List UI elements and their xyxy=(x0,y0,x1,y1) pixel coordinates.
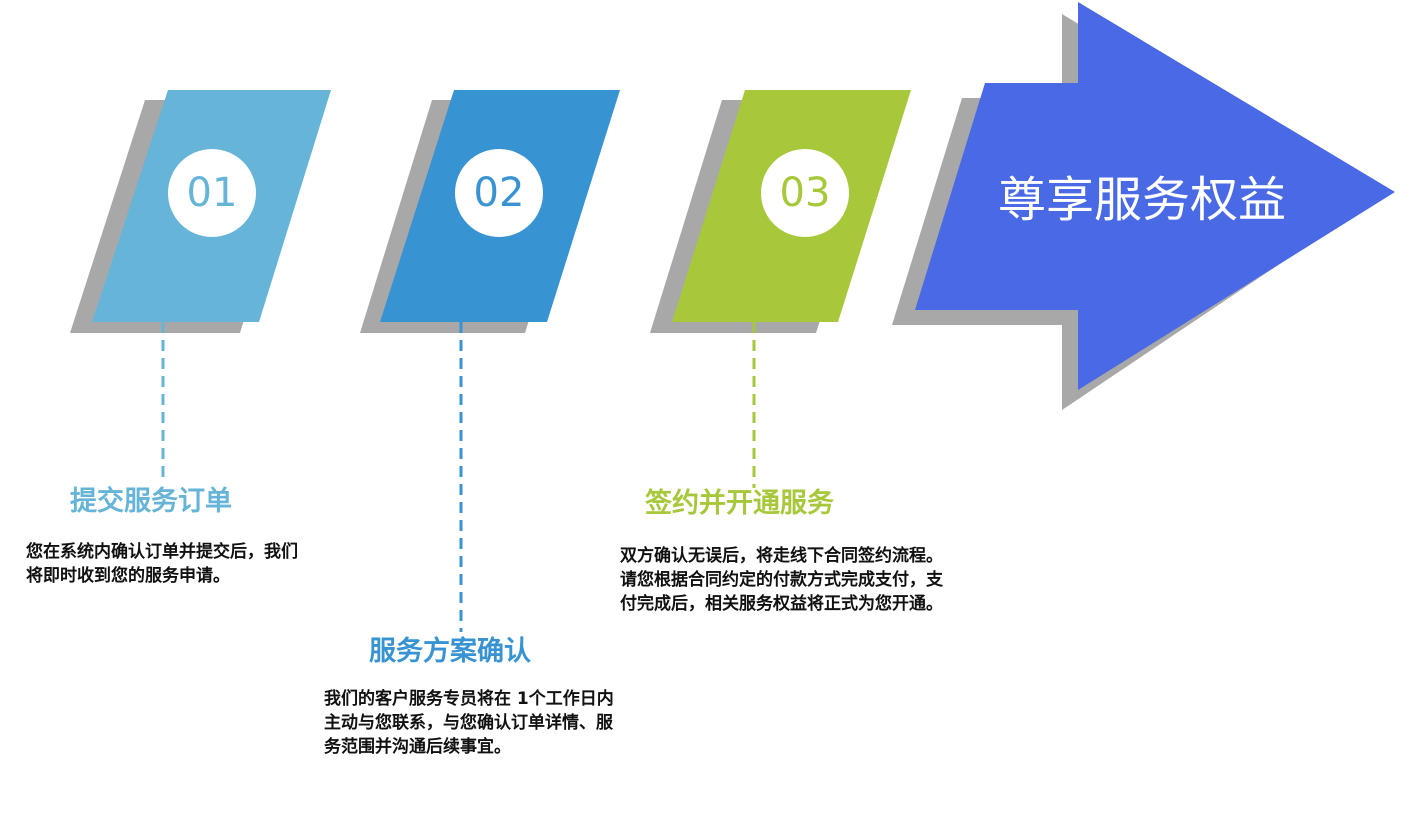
step-1-title: 提交服务订单 xyxy=(70,486,232,517)
step-3-description: 双方确认无误后，将走线下合同签约流程。请您根据合同约定的付款方式完成支付，支付完… xyxy=(620,546,943,614)
step-2-number: 02 xyxy=(474,170,525,216)
step-3-title: 签约并开通服务 xyxy=(645,488,834,519)
step-1-number-circle xyxy=(168,149,256,237)
step-3-number-circle xyxy=(761,149,849,237)
step-1-description: 您在系统内确认订单并提交后，我们将即时收到您的服务申请。 xyxy=(26,542,298,586)
step-2-number-circle xyxy=(455,149,543,237)
step-1-number: 01 xyxy=(187,170,238,216)
step-2-description: 我们的客户服务专员将在 1个工作日内 主动与您联系，与您确认订单详情、服务范围并… xyxy=(324,689,614,757)
step-3-number: 03 xyxy=(780,170,831,216)
big-arrow-label: 尊享服务权益 xyxy=(998,172,1286,228)
big-arrow xyxy=(915,2,1395,390)
step-2-title: 服务方案确认 xyxy=(369,636,531,667)
